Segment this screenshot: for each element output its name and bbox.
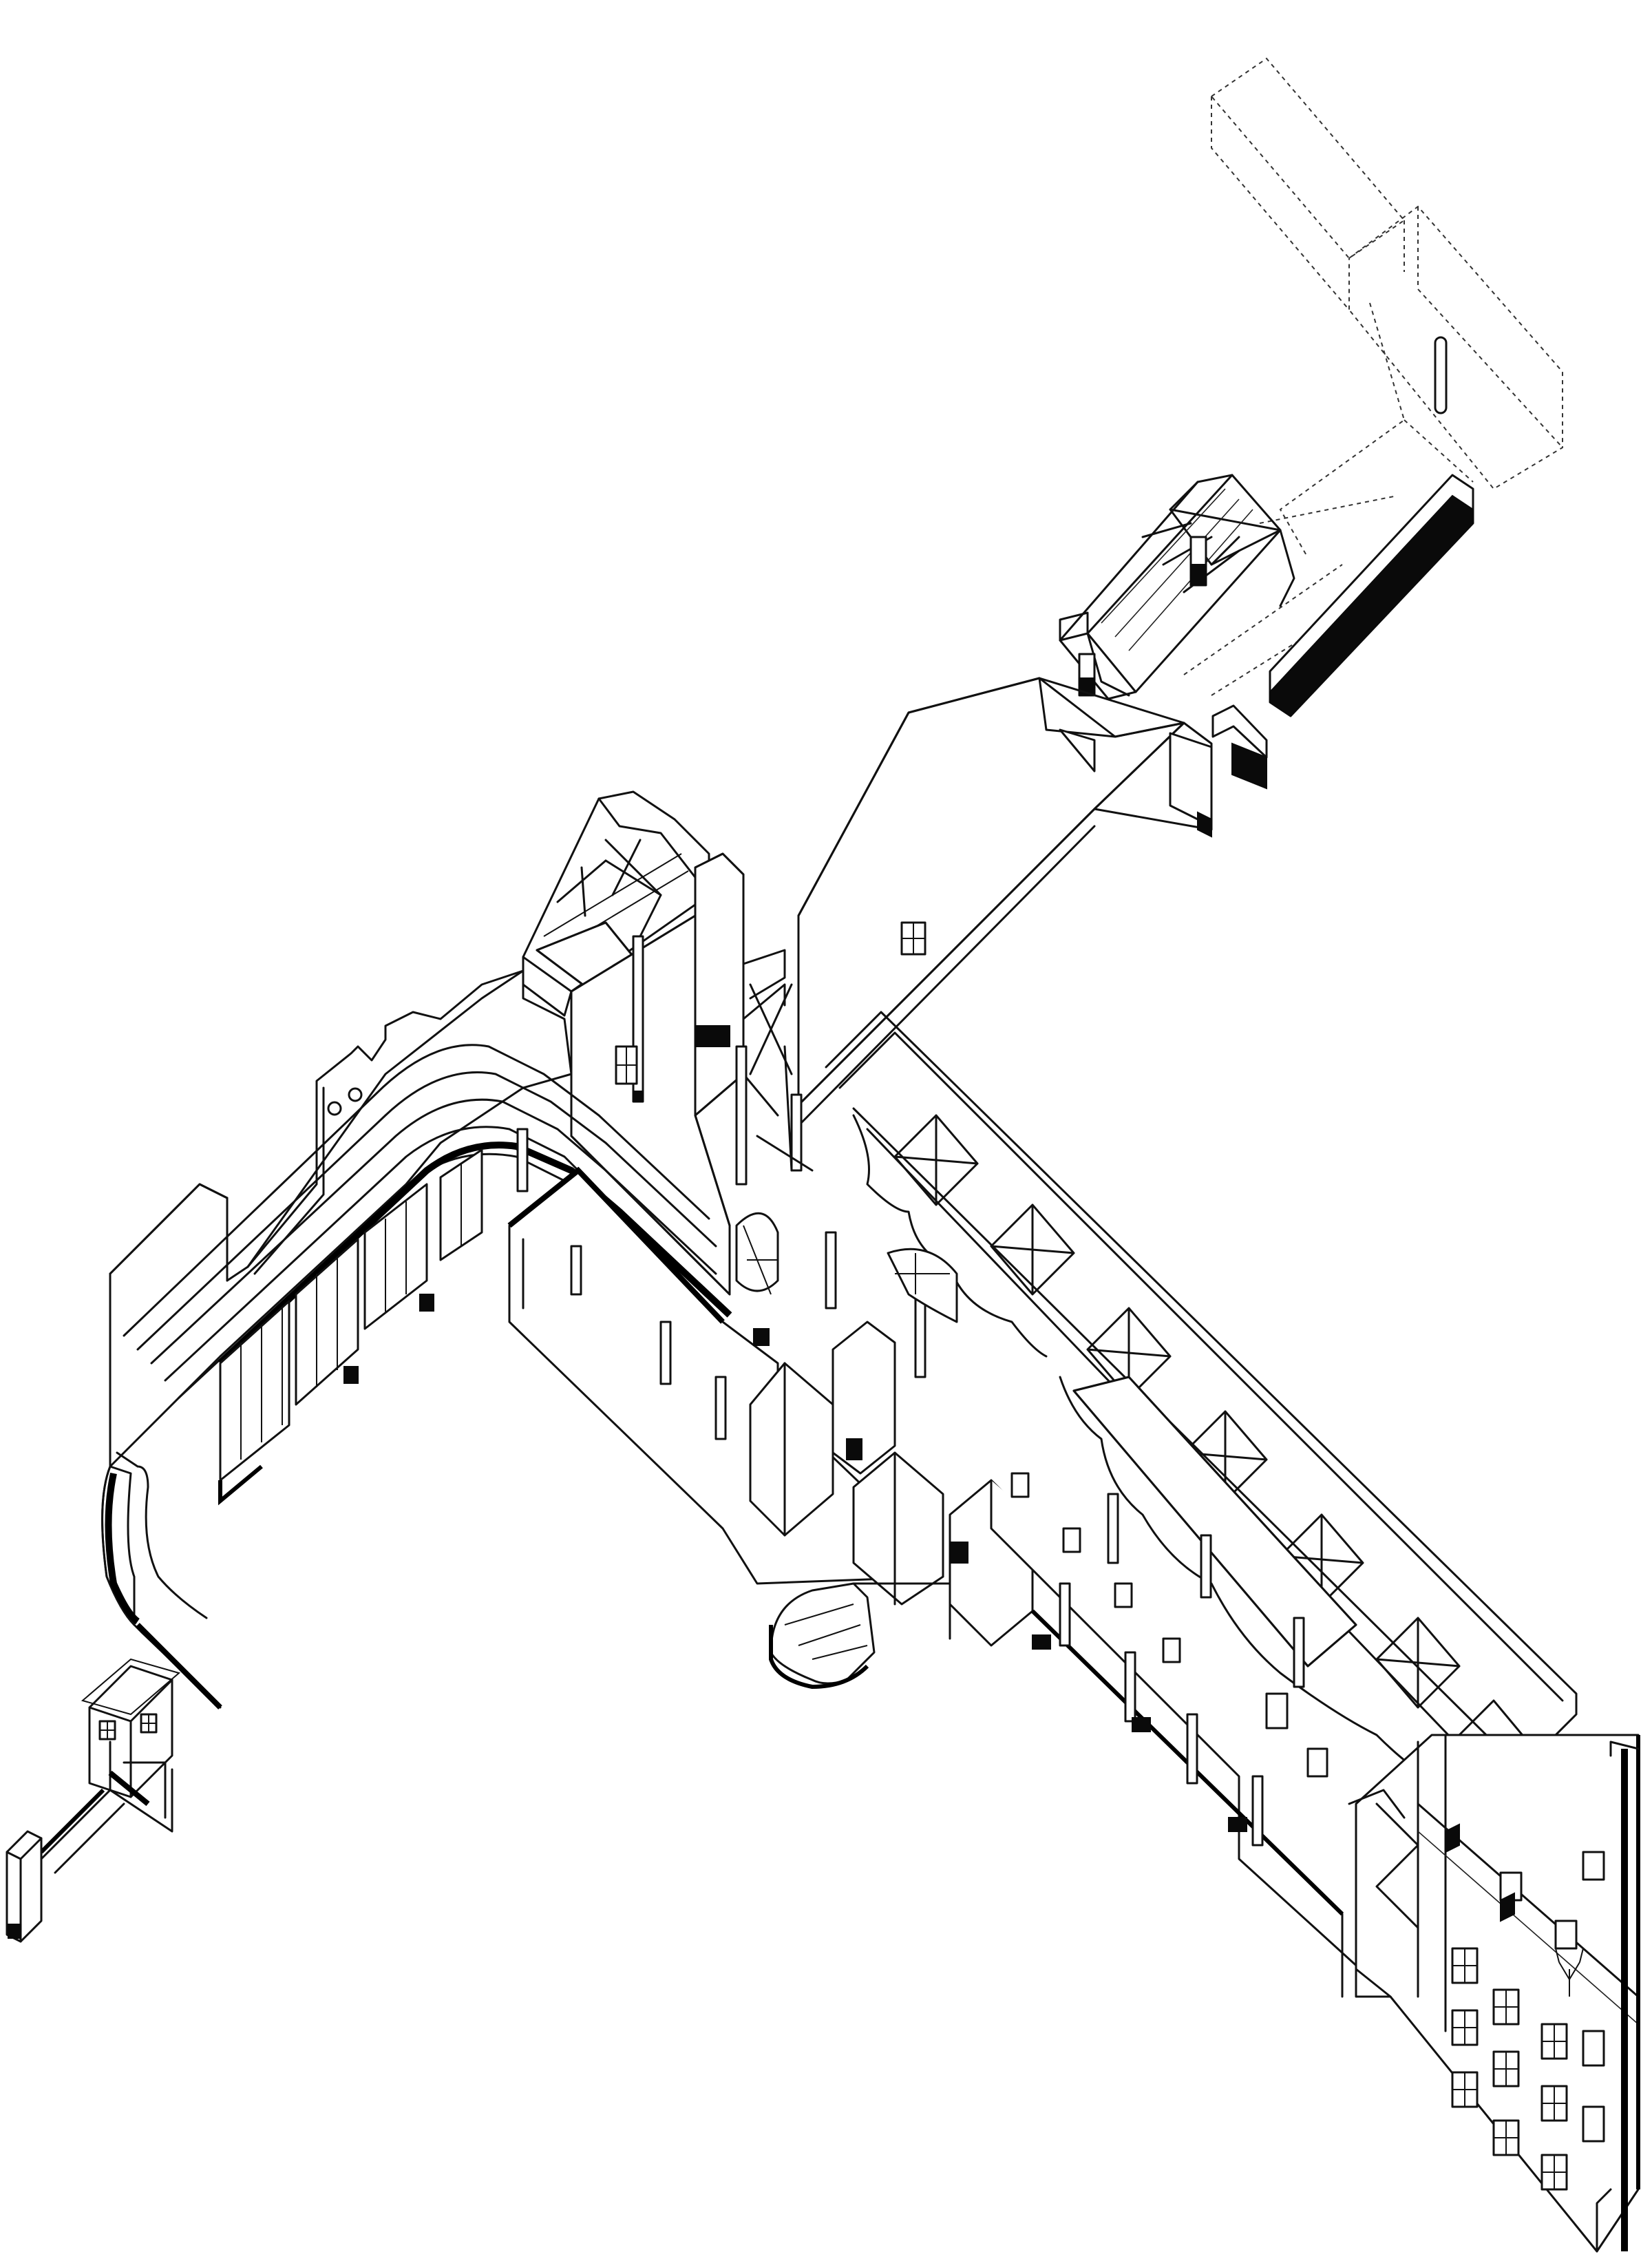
hatched-gable-roof — [797, 677, 1213, 1127]
ghosted-block-dashed — [1183, 57, 1563, 696]
inner-corridor-rooms — [507, 1166, 951, 1690]
left-entry-pavilion — [6, 1830, 43, 1943]
right-facade-windows — [949, 1472, 1640, 2253]
left-gatehouse — [39, 1658, 181, 1888]
facade-grid-windows — [1451, 1851, 1605, 2191]
upper-slab — [1211, 474, 1474, 790]
upper-canopy-pavilion — [1059, 474, 1295, 700]
column-icon — [1434, 336, 1448, 414]
curved-striped-wall — [101, 969, 732, 1710]
